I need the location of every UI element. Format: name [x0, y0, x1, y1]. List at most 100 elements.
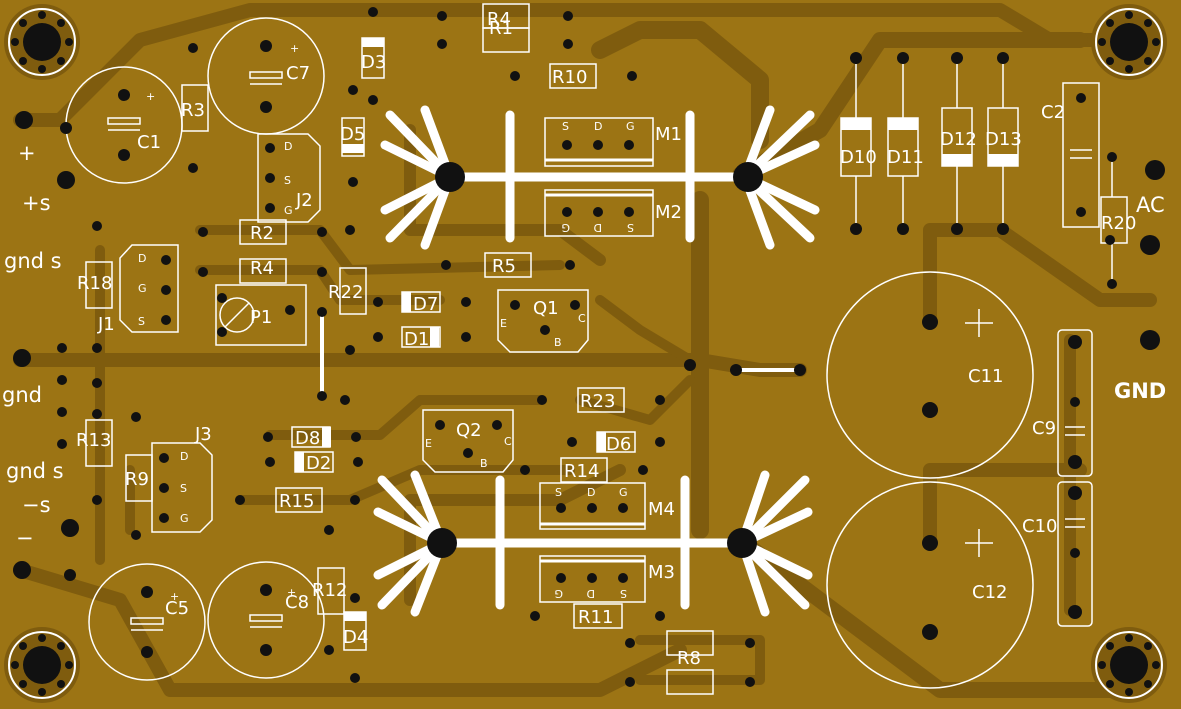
mount-hole-bottom-left — [4, 627, 80, 703]
label-r4-top: R4 — [487, 9, 511, 30]
mounting-holes — [4, 4, 1167, 703]
svg-text:+: + — [290, 42, 299, 55]
label-m2: M2 — [655, 202, 682, 223]
label-gnd-s-bottom: gnd s — [6, 459, 64, 483]
label-c11: C11 — [968, 366, 1003, 387]
label-gnd: gnd — [2, 383, 42, 407]
svg-text:+: + — [287, 586, 296, 599]
resistor-r18: R18 — [77, 221, 113, 353]
edge-labels: + +s gnd s gnd gnd s −s − AC GND — [2, 141, 1166, 550]
resistor-r23: R23 — [537, 387, 665, 413]
svg-text:S: S — [284, 174, 291, 187]
connector-j2: D S G J2 — [257, 133, 321, 223]
label-m4: M4 — [648, 499, 675, 520]
label-c1: C1 — [137, 132, 161, 153]
svg-text:B: B — [480, 457, 488, 470]
capacitor-c12: C12 — [826, 481, 1034, 689]
label-r13: R13 — [76, 430, 111, 451]
diode-d6: D6 — [567, 431, 665, 455]
label-r9: R9 — [125, 469, 149, 490]
label-ac: AC — [1136, 193, 1165, 217]
svg-text:D: D — [284, 140, 292, 153]
svg-text:C: C — [504, 435, 512, 448]
label-d10: D10 — [840, 147, 877, 168]
m1-pin-s: S — [562, 120, 569, 133]
label-j2: J2 — [295, 190, 313, 211]
m2-pin-d: D — [594, 221, 602, 234]
mount-hole-bottom-right — [1091, 627, 1167, 703]
label-r3: R3 — [181, 100, 205, 121]
label-p1: P1 — [250, 307, 272, 328]
m1-pin-d: D — [594, 120, 602, 133]
diode-d1: D1 — [373, 326, 471, 350]
label-minus-s: −s — [22, 493, 51, 517]
label-c12: C12 — [972, 582, 1007, 603]
mosfet-m4: S D G M4 — [539, 482, 675, 530]
label-r22: R22 — [328, 282, 363, 303]
m4-pin-s: S — [555, 486, 562, 499]
m4-pin-d: D — [587, 486, 595, 499]
svg-text:D: D — [180, 450, 188, 463]
capacitor-c8: + C8 — [207, 561, 325, 679]
resistor-r10: R10 — [510, 63, 637, 89]
m4-pin-g: G — [619, 486, 628, 499]
resistor-r1: R1 — [437, 18, 573, 53]
label-j1: J1 — [97, 314, 115, 335]
svg-text:G: G — [180, 512, 189, 525]
label-r4: R4 — [250, 258, 274, 279]
svg-text:S: S — [180, 482, 187, 495]
capacitor-c1: + C1 — [65, 66, 183, 184]
label-r11: R11 — [578, 607, 613, 628]
diode-d12: D12 — [940, 52, 977, 235]
label-d8: D8 — [295, 428, 320, 449]
label-c5: C5 — [165, 598, 189, 619]
label-c8: C8 — [285, 592, 309, 613]
label-q1: Q1 — [533, 298, 559, 319]
diode-d5: D5 — [340, 85, 365, 187]
resistor-r15: R15 — [235, 487, 360, 513]
connector-j1: D G S J1 — [97, 244, 179, 335]
label-plus: + — [18, 141, 36, 165]
label-r20: R20 — [1101, 213, 1136, 234]
label-d3: D3 — [361, 52, 386, 73]
potentiometer-p1: P1 — [215, 284, 307, 346]
label-d2: D2 — [306, 453, 331, 474]
label-r15: R15 — [279, 491, 314, 512]
capacitor-c11: C11 — [826, 271, 1034, 479]
svg-text:+: + — [170, 590, 179, 603]
diode-d8: D8 — [263, 426, 361, 449]
svg-text:E: E — [500, 317, 507, 330]
label-r12: R12 — [312, 580, 347, 601]
mount-hole-top-right — [1091, 4, 1167, 80]
resistor-r20: R20 — [1100, 152, 1136, 289]
diode-d11: D11 — [887, 52, 924, 235]
capacitor-c9: C9 — [1032, 329, 1093, 477]
capacitor-c7: + C7 — [207, 17, 325, 135]
mosfet-m2: G D S M2 — [544, 189, 682, 237]
label-d5: D5 — [340, 124, 365, 145]
capacitor-c10: C10 — [1022, 481, 1093, 627]
label-m3: M3 — [648, 562, 675, 583]
capacitor-c2: C2 — [1041, 82, 1100, 228]
m2-pin-s: S — [627, 221, 634, 234]
resistor-r22: R22 — [328, 225, 367, 355]
resistor-r14: R14 — [520, 457, 648, 483]
m3-pin-g: G — [554, 587, 563, 600]
resistor-r13: R13 — [76, 378, 113, 505]
connector-j3: D S G J3 — [151, 424, 213, 533]
label-r5: R5 — [492, 256, 516, 277]
resistor-r12: R12 — [312, 525, 347, 655]
label-d6: D6 — [606, 434, 631, 455]
label-m1: M1 — [655, 124, 682, 145]
svg-text:G: G — [284, 204, 293, 217]
label-minus: − — [16, 526, 34, 550]
label-c7: C7 — [286, 63, 310, 84]
label-d4: D4 — [343, 627, 368, 648]
diode-d10: D10 — [840, 52, 877, 235]
mosfet-m3: G D S M3 — [539, 555, 675, 603]
capacitor-c5: + C5 — [88, 563, 206, 681]
diode-d7: D7 — [373, 291, 471, 315]
label-r23: R23 — [580, 391, 615, 412]
label-d7: D7 — [413, 294, 438, 315]
